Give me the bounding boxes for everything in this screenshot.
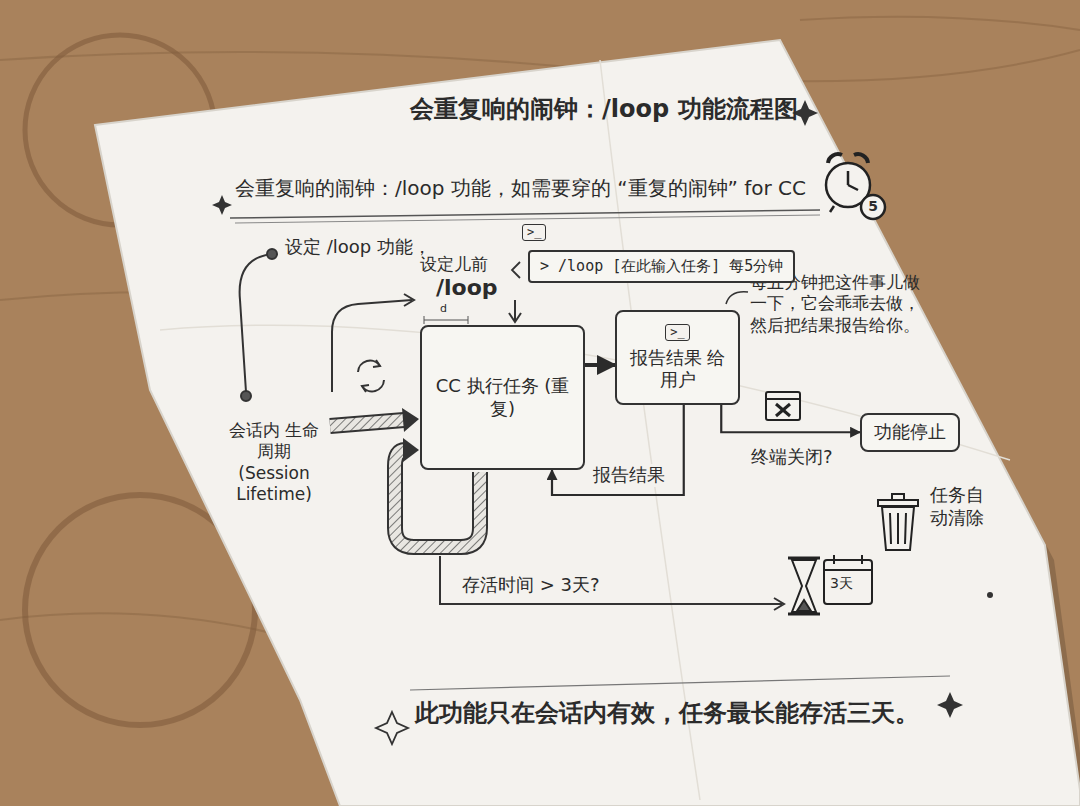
trash-icon	[878, 494, 918, 550]
bracket	[512, 262, 520, 278]
subtitle-underline	[235, 215, 820, 223]
napkin	[95, 40, 1080, 806]
hourglass-icon	[788, 558, 820, 614]
alarm-clock-icon	[826, 154, 885, 219]
calendar-icon	[824, 555, 872, 604]
refresh-icon	[358, 360, 384, 392]
callout-leader	[726, 292, 748, 304]
setup-note: 设定儿前	[420, 254, 488, 275]
node-text: > /loop [在此输入任务] 每5分钟	[540, 257, 783, 276]
close-window-icon	[766, 392, 800, 420]
command-label: /loop	[436, 274, 498, 302]
command-box: > /loop [在此输入任务] 每5分钟	[528, 250, 795, 283]
edge-label: 报告结果	[590, 464, 668, 487]
node-text: 功能停止	[874, 421, 946, 444]
subtitle-underline	[230, 210, 820, 218]
lifetime-line	[440, 556, 784, 610]
badge-number: 5	[866, 198, 880, 216]
diagram-title: 会重复响的闹钟：/loop 功能流程图	[410, 94, 798, 124]
stars	[212, 100, 993, 744]
node-text: 报告结果 给用户	[625, 347, 730, 392]
process-box: >_ 报告结果 给用户	[615, 310, 740, 405]
subtitle: 会重复响的闹钟：/loop 功能，如需要穿的 “重复的闹钟” for CC	[235, 176, 806, 201]
setup-note: 设定 /loop 功能，	[285, 236, 431, 259]
calendar-label: 3天	[830, 575, 853, 593]
terminal-icon: >_	[522, 224, 546, 241]
node-text: CC 执行任务 (重复)	[432, 375, 573, 420]
result-label: 任务自动清除	[930, 484, 988, 529]
dimension-label: d	[440, 302, 447, 316]
end-box: 功能停止	[860, 413, 960, 452]
session-arrow	[330, 408, 419, 432]
condition-label: 存活时间 > 3天?	[462, 574, 600, 597]
napkin-folds	[160, 60, 1010, 800]
setup-arrow	[332, 294, 414, 392]
connector	[585, 363, 615, 367]
process-box: CC 执行任务 (重复)	[420, 325, 585, 470]
diagram-caption: 此功能只在会话内有效，任务最长能存活三天。	[415, 698, 919, 728]
edge-label: 终端关闭?	[748, 446, 836, 469]
caption-rule	[410, 676, 950, 690]
lifetime-label: 会话内 生命周期 (Session Lifetime)	[222, 420, 326, 505]
dimension-line	[424, 316, 468, 324]
connector	[721, 405, 860, 432]
lifetime-bracket	[240, 249, 277, 401]
loop-arrow	[509, 300, 521, 322]
node-text: >_	[665, 324, 689, 341]
